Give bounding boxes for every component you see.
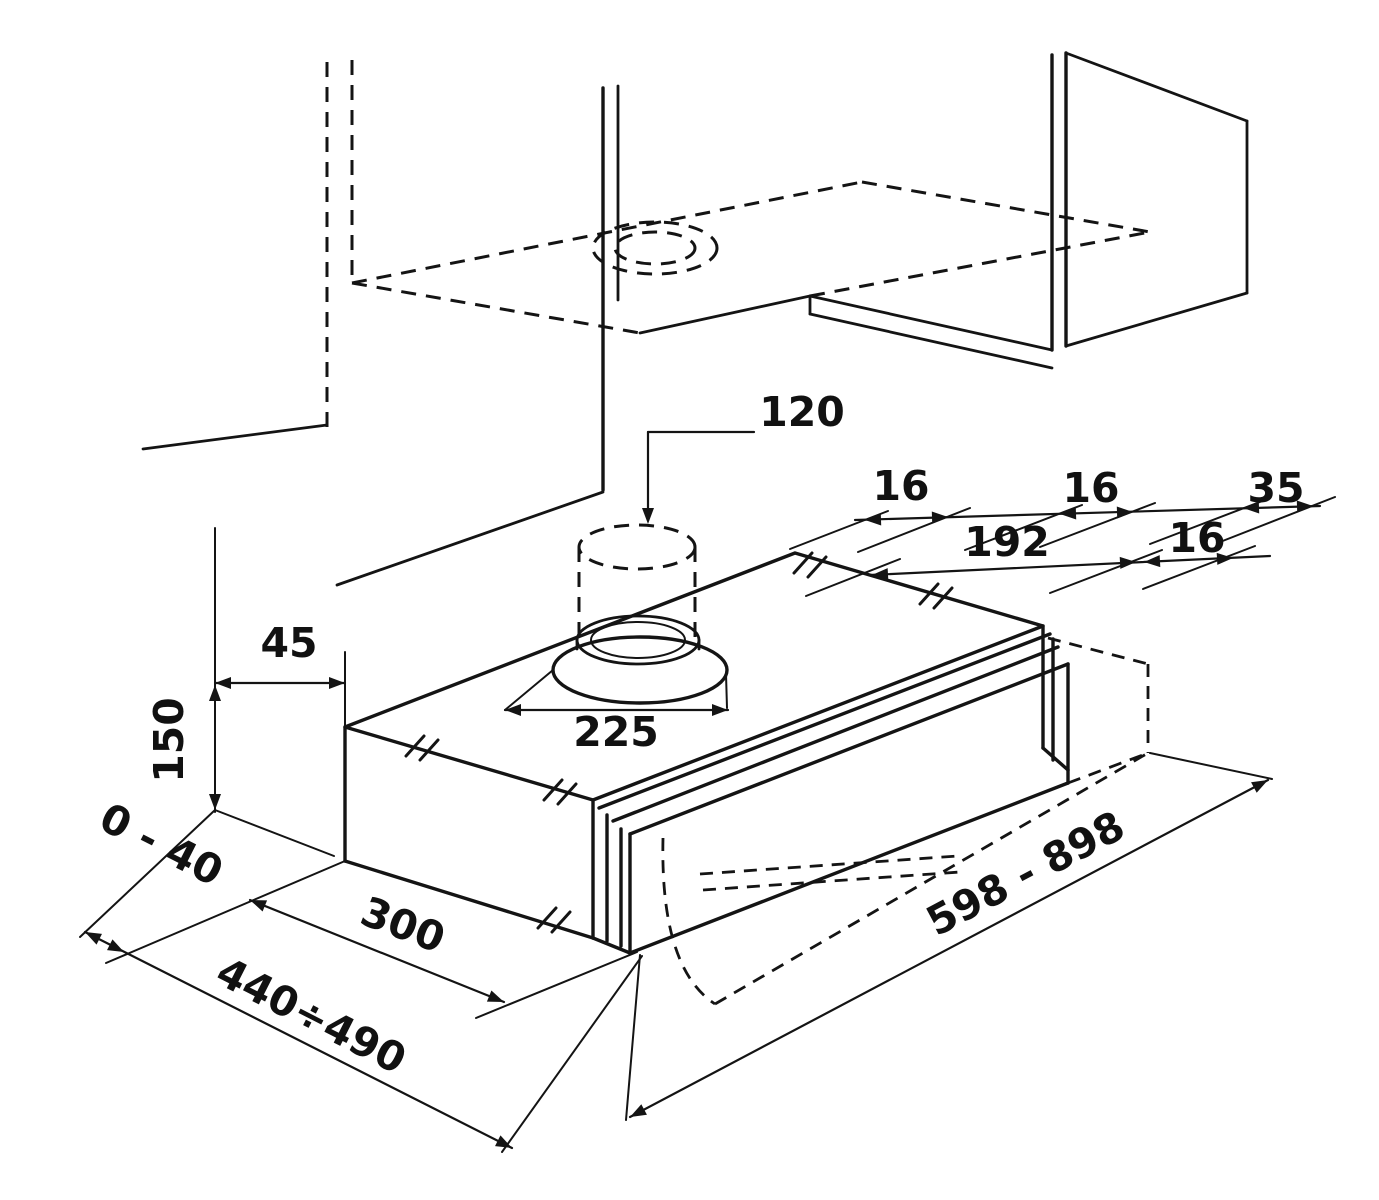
dim-label-front-panel: 35: [1247, 464, 1304, 512]
dimension-arrowheads: [85, 500, 1313, 1148]
dim-label-left-offset: 45: [260, 619, 317, 667]
dimension-lines: [79, 430, 1336, 1153]
wall-corner-line: [141, 423, 329, 451]
dim-label-wall-clearance: 0 - 40: [92, 793, 231, 895]
visor-bottom-edge: [628, 781, 1070, 955]
dim-label-mid-gap: 16: [1062, 464, 1119, 512]
dim-label-front-gap: 16: [1168, 514, 1225, 562]
dim-label-total-depth: 440÷490: [209, 947, 414, 1083]
dim-label-body-depth: 300: [354, 887, 451, 962]
hood-body: [343, 551, 1150, 1006]
duct-collar: [551, 614, 729, 705]
duct-pipe: [577, 523, 697, 638]
telescopic-extension-dashed: [661, 636, 1150, 1006]
hatch-marks: [404, 551, 954, 934]
dim-label-duct-center: 225: [573, 708, 659, 756]
dim-label-duct-diameter: 120: [759, 388, 845, 436]
wall-cabinet-outline: [141, 51, 1249, 587]
dim-label-filter-width: 192: [964, 518, 1050, 566]
dim-label-rear-gap: 16: [872, 462, 929, 510]
dim-label-height: 150: [145, 697, 193, 783]
dimension-labels: 120 16 192 16 16 35 45 150 225 0 - 40 30…: [92, 388, 1305, 1084]
cabinet-duct-hole: [591, 220, 719, 276]
